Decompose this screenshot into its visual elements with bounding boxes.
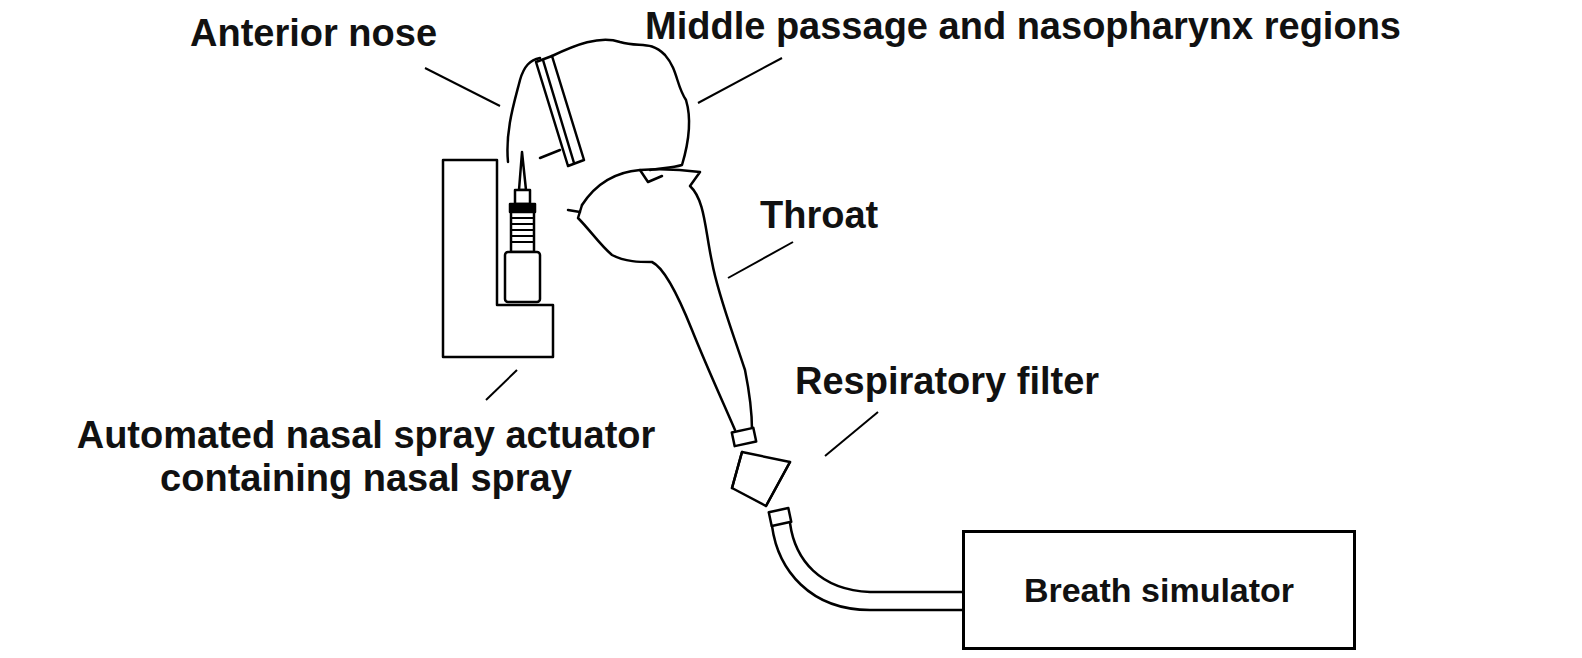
process-box: Breath simulator: [962, 530, 1356, 650]
part-label: Anterior nose: [190, 12, 437, 55]
nasal-plate: [536, 56, 584, 166]
nasal-passage-cast: [552, 40, 689, 170]
actuator-holder: [443, 160, 553, 357]
breath-tube: [772, 526, 962, 610]
respiratory-filter: [732, 452, 790, 506]
part-label: Throat: [760, 194, 878, 237]
box-text: Breath simulator: [1024, 571, 1294, 610]
part-label: Respiratory filter: [795, 360, 1099, 403]
part-label: Middle passage and nasopharynx regions: [645, 5, 1401, 48]
part-label: Automated nasal spray actuator containin…: [6, 414, 726, 499]
anterior-nose-cast: [507, 58, 540, 162]
nasal-spray-bottle: [505, 152, 540, 302]
throat-cast: [582, 169, 752, 430]
